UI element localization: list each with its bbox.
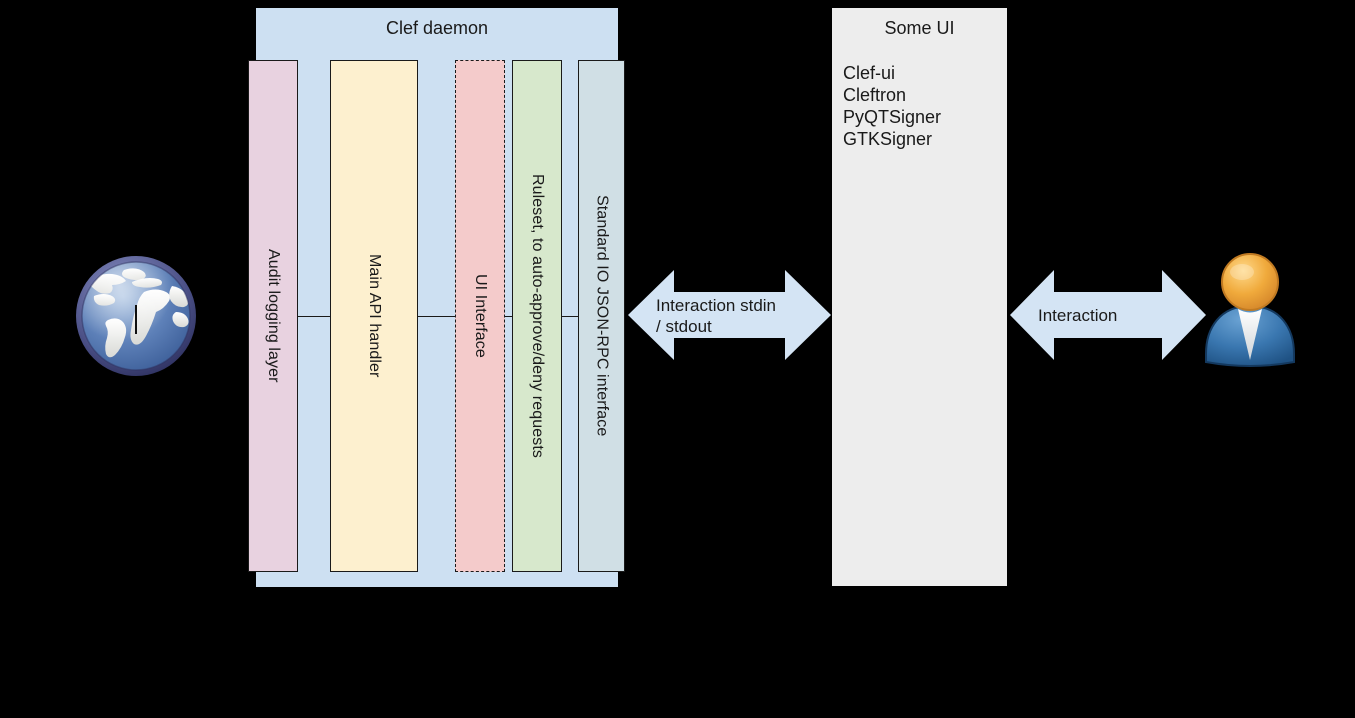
clef-daemon-container — [256, 8, 618, 587]
column-label-api: Main API handler — [366, 254, 383, 378]
column-main-api-handler[interactable]: Main API handler — [330, 60, 418, 572]
list-item[interactable]: GTKSigner — [843, 129, 933, 149]
interaction-arrow-label: Interaction — [1038, 306, 1118, 325]
some-ui-container — [832, 8, 1007, 586]
column-stdio-jsonrpc[interactable]: Standard IO JSON-RPC interface — [578, 60, 625, 572]
column-ruleset[interactable]: Ruleset, to auto-approve/deny requests — [512, 60, 562, 572]
list-item[interactable]: Clef-ui — [843, 63, 896, 83]
connector-audit-to-api — [298, 316, 330, 317]
stdio-arrow — [628, 268, 831, 362]
some-ui-title: Some UI — [884, 18, 955, 38]
user-icon — [1200, 250, 1300, 370]
some-ui-list: Clef-ui Cleftron PyQTSigner GTKSigner — [843, 62, 1003, 150]
column-label-audit: Audit logging layer — [265, 249, 282, 383]
clef-daemon-title: Clef daemon — [385, 18, 489, 38]
list-item[interactable]: PyQTSigner — [843, 107, 942, 127]
list-item[interactable]: Cleftron — [843, 85, 907, 105]
interaction-arrow — [1010, 268, 1206, 362]
column-label-ui-interface: UI Interface — [472, 274, 489, 358]
connector-ruleset-to-jsonrpc — [562, 316, 578, 317]
globe-icon — [72, 252, 200, 380]
column-label-ruleset: Ruleset, to auto-approve/deny requests — [529, 174, 546, 458]
column-ui-interface[interactable]: UI Interface — [455, 60, 505, 572]
stdio-arrow-label: Interaction stdin / stdout — [656, 296, 777, 336]
connector-ui-to-ruleset — [505, 316, 512, 317]
column-label-jsonrpc: Standard IO JSON-RPC interface — [593, 195, 611, 437]
column-audit-logging-layer[interactable]: Audit logging layer — [248, 60, 298, 572]
connector-api-to-ui — [418, 316, 455, 317]
